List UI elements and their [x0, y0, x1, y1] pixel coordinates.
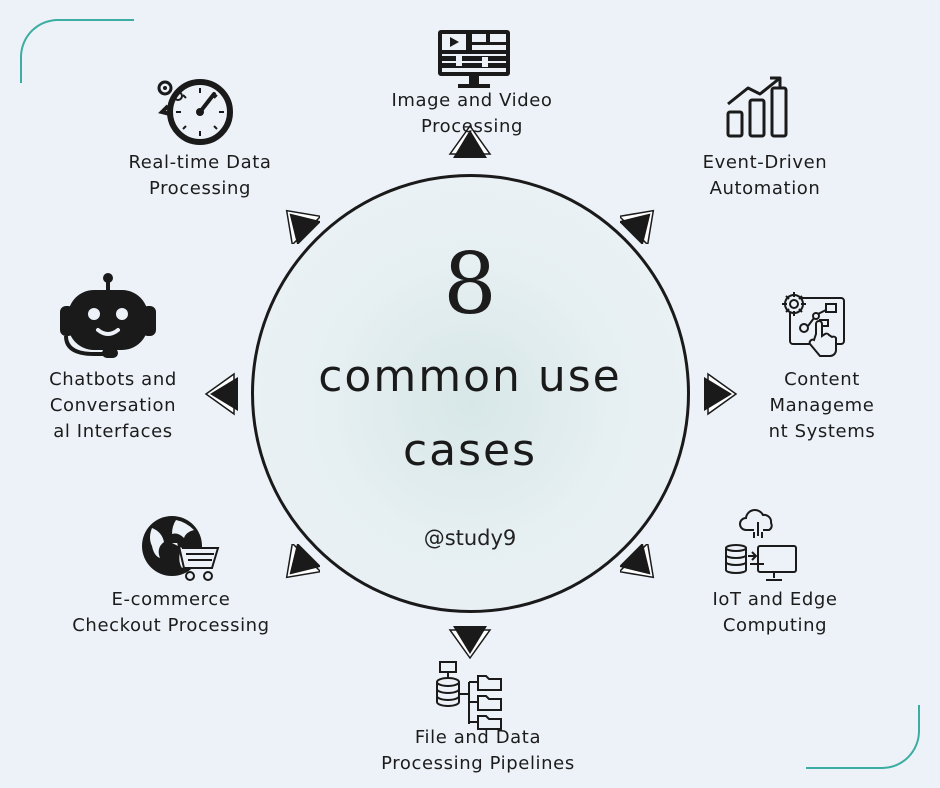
center-number: 8 — [443, 235, 497, 333]
center-title-line1: common use — [318, 351, 622, 402]
arrow-left-icon — [204, 372, 238, 416]
label-chatbots: Chatbots and Conversation al Interfaces — [49, 369, 177, 442]
gear-touch-panel-icon — [782, 292, 845, 357]
arrow-up-icon — [448, 124, 492, 158]
cloud-server-monitor-icon — [725, 509, 797, 581]
globe-cart-icon — [142, 516, 220, 581]
robot-headset-icon — [60, 273, 156, 358]
corner-bracket-top-left — [20, 19, 134, 83]
corner-bracket-bottom-right — [806, 705, 920, 769]
arrow-down-left-icon — [285, 544, 320, 579]
label-ecommerce: E-commerce Checkout Processing — [72, 589, 270, 636]
database-folders-icon — [436, 661, 502, 730]
label-cms: Content Manageme nt Systems — [768, 369, 876, 442]
arrow-up-right-icon — [620, 209, 655, 244]
author-handle: @study9 — [423, 526, 517, 550]
arrow-right-icon — [704, 372, 738, 416]
center-circle — [251, 174, 690, 613]
arrow-down-right-icon — [620, 544, 655, 579]
arrow-up-left-icon — [285, 209, 320, 244]
label-iot-edge: IoT and Edge Computing — [712, 589, 838, 636]
video-editing-monitor-icon — [438, 30, 510, 88]
label-image-video: Image and Video Processing — [391, 90, 553, 137]
label-realtime: Real-time Data Processing — [128, 152, 272, 199]
growth-chart-icon — [726, 76, 788, 138]
center-title-line2: cases — [402, 425, 538, 476]
label-event-driven: Event-Driven Automation — [702, 152, 828, 199]
center-title: common use cases — [300, 340, 640, 488]
speedometer-icon — [157, 79, 233, 145]
label-file-data: File and Data Processing Pipelines — [381, 727, 575, 774]
arrow-down-icon — [448, 626, 492, 660]
